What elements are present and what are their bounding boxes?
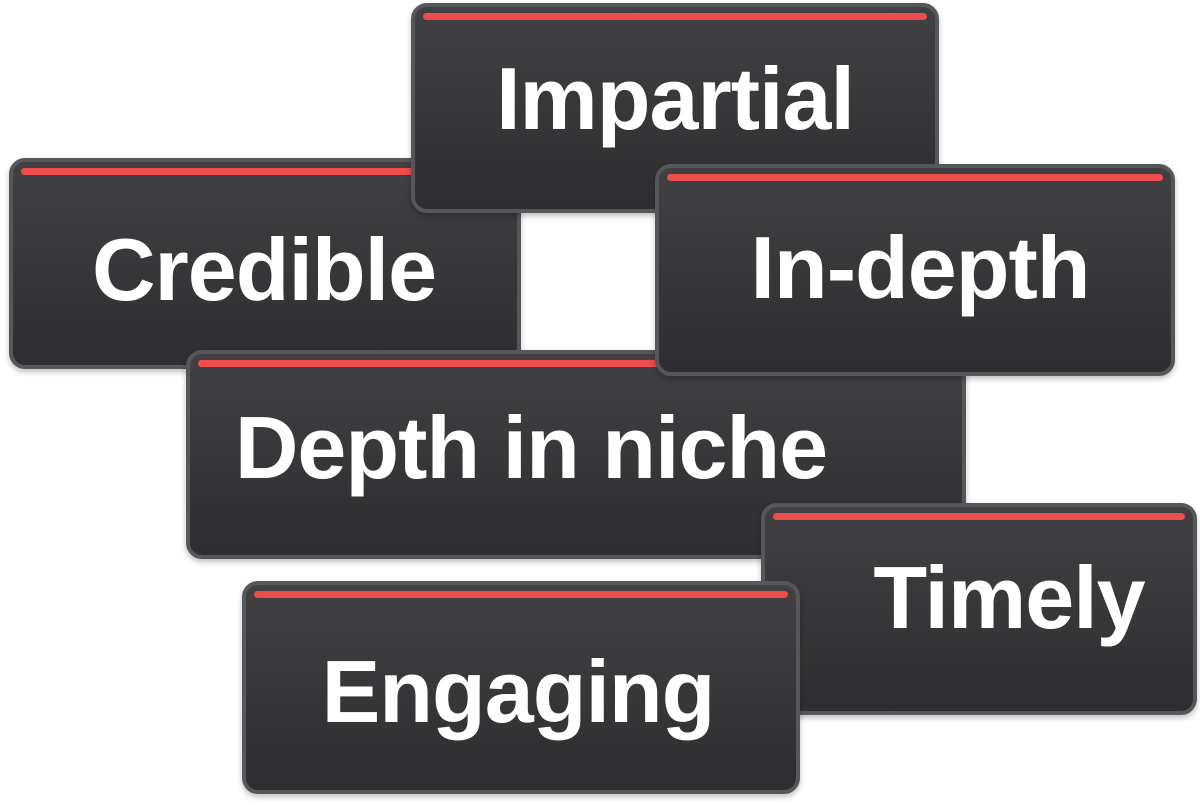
accent-bar	[423, 13, 927, 20]
tag-label: Credible	[91, 219, 437, 319]
tag-label: Timely	[873, 548, 1145, 647]
tag-engaging: Engaging	[242, 581, 800, 794]
tag-label: In-depth	[750, 218, 1090, 317]
accent-bar	[667, 174, 1163, 181]
tag-label: Impartial	[496, 49, 855, 148]
tag-impartial: Impartial	[411, 3, 939, 213]
tag-label: Depth in niche	[234, 397, 828, 497]
accent-bar	[198, 360, 954, 367]
accent-bar	[21, 168, 509, 175]
tag-in-depth: In-depth	[655, 164, 1175, 376]
tag-timely: Timely	[761, 503, 1197, 715]
accent-bar	[773, 513, 1185, 520]
accent-bar	[254, 591, 788, 598]
tag-label: Engaging	[321, 641, 716, 741]
